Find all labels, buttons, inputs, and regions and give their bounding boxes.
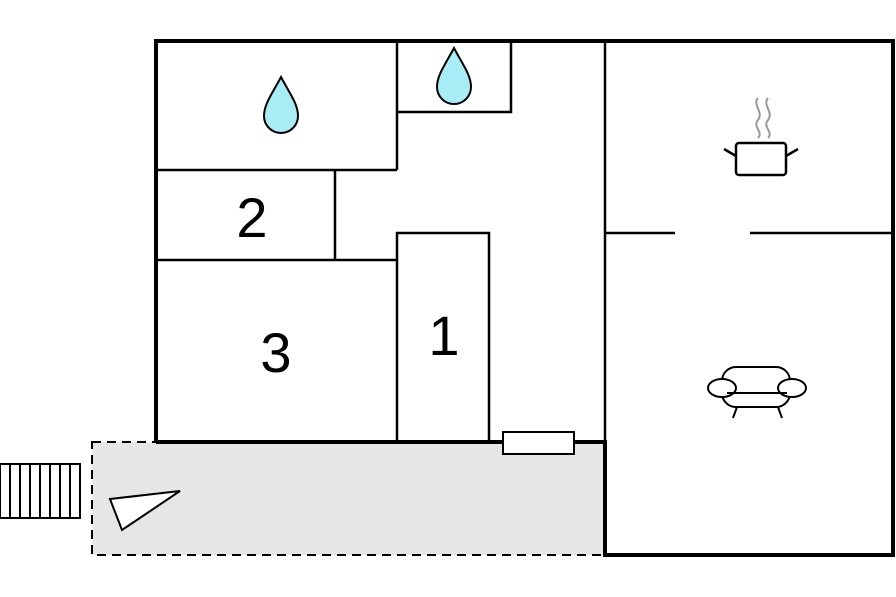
- interior-walls: [156, 41, 893, 442]
- armchair-icon: [707, 366, 807, 419]
- window-icon: [502, 431, 575, 455]
- stairs-icon: [0, 463, 81, 519]
- room-number-1: 1: [428, 304, 459, 367]
- water-drop-icon: [435, 45, 473, 105]
- water-drop-icon: [262, 74, 300, 134]
- cooking-pot-icon: [723, 97, 799, 177]
- terrace-triangle-icon: [108, 490, 181, 532]
- room-number-2: 2: [236, 186, 267, 249]
- room-number-3: 3: [260, 321, 291, 384]
